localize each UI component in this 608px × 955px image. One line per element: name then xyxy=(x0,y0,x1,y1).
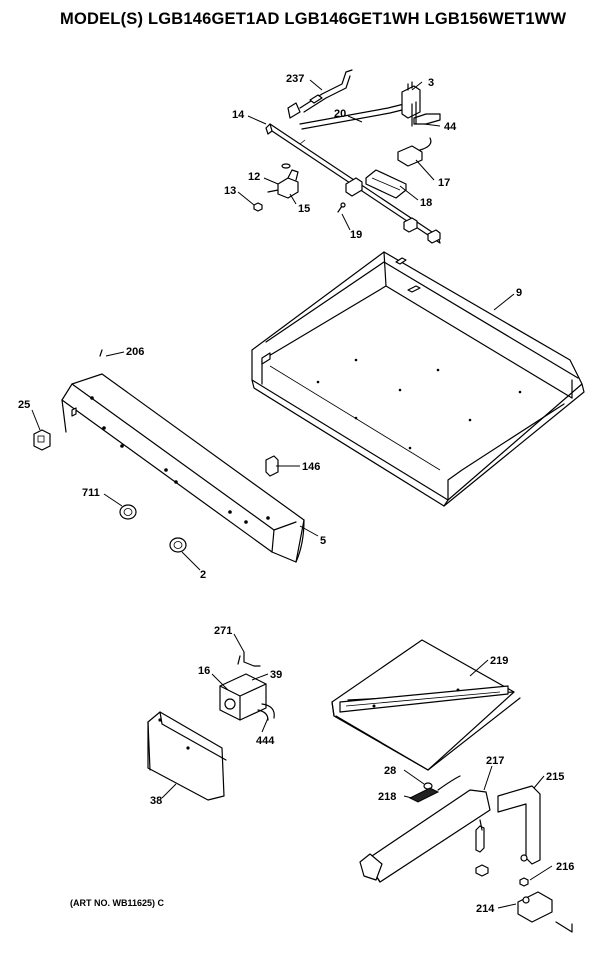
knob-parts xyxy=(33,429,187,553)
callout-19: 19 xyxy=(350,229,362,241)
callout-25: 25 xyxy=(18,399,30,411)
art-number: (ART NO. WB11625) C xyxy=(70,898,165,908)
callout-14: 14 xyxy=(232,109,245,121)
regulator-assembly xyxy=(147,651,275,801)
callout-leaders xyxy=(31,79,553,909)
callout-17: 17 xyxy=(438,177,450,189)
callout-44: 44 xyxy=(444,121,457,133)
callout-3: 3 xyxy=(428,77,434,89)
callout-217: 217 xyxy=(486,755,504,767)
callout-2: 2 xyxy=(200,569,206,581)
manifold-assembly xyxy=(253,69,441,244)
callout-711: 711 xyxy=(82,487,100,499)
callout-237: 237 xyxy=(286,73,304,85)
callout-18: 18 xyxy=(420,197,432,209)
callout-39: 39 xyxy=(270,669,282,681)
burner-tube xyxy=(359,775,491,883)
callout-214: 214 xyxy=(476,903,495,915)
callout-9: 9 xyxy=(516,287,522,299)
callout-labels: 237 3 14 20 44 17 12 13 15 18 19 9 206 2… xyxy=(18,73,574,915)
callout-5: 5 xyxy=(320,535,326,547)
broil-baffle xyxy=(331,639,521,771)
callout-38: 38 xyxy=(150,795,162,807)
callout-271: 271 xyxy=(214,625,232,637)
callout-13: 13 xyxy=(224,185,236,197)
burner-box xyxy=(251,251,585,507)
callout-16: 16 xyxy=(198,665,210,677)
callout-215: 215 xyxy=(546,771,564,783)
callout-12: 12 xyxy=(248,171,260,183)
callout-20: 20 xyxy=(334,108,346,120)
callout-15: 15 xyxy=(298,203,310,215)
callout-219: 219 xyxy=(490,655,508,667)
control-panel xyxy=(61,349,305,563)
broil-bracket xyxy=(475,785,573,933)
callout-28: 28 xyxy=(384,765,396,777)
callout-218: 218 xyxy=(378,791,396,803)
callout-444: 444 xyxy=(256,735,275,747)
page-title: MODEL(S) LGB146GET1AD LGB146GET1WH LGB15… xyxy=(60,10,567,28)
callout-146: 146 xyxy=(302,461,320,473)
callout-206: 206 xyxy=(126,346,144,358)
callout-216: 216 xyxy=(556,861,574,873)
